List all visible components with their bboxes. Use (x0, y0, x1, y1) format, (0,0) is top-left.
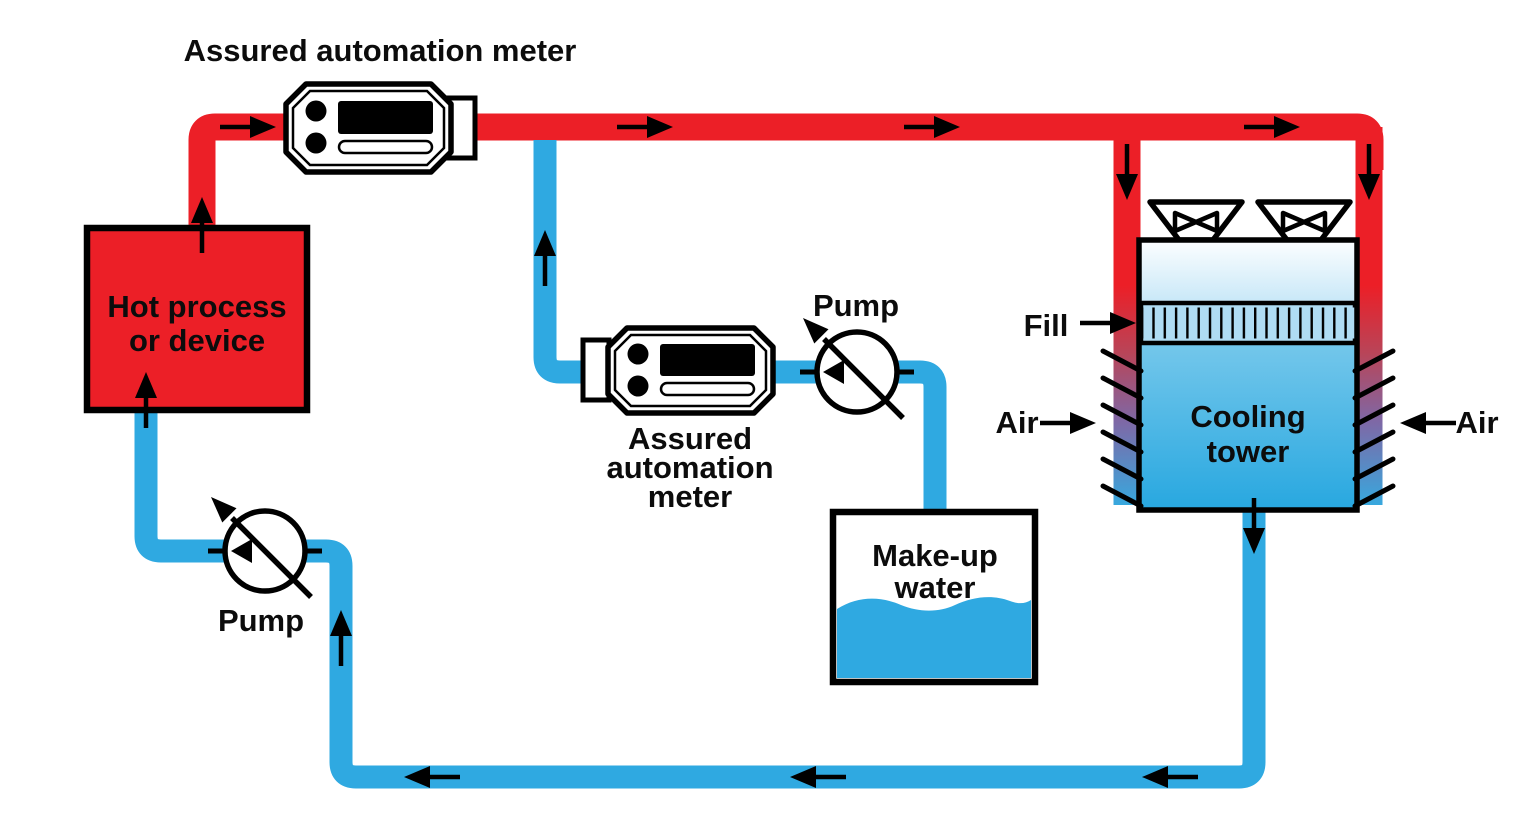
cooling-tower-label-line1: Cooling (1190, 399, 1305, 434)
meter-slot (337, 139, 434, 155)
meter-display (660, 344, 755, 376)
cooling-tower-label-line2: tower (1207, 434, 1290, 469)
tower-lower-section (1141, 343, 1355, 508)
mid-meter-label-line2: automation (606, 450, 773, 485)
louver-lines (1100, 348, 1396, 509)
hot-process-label-line2: or device (129, 323, 265, 358)
mid-meter-label-line1: Assured (628, 421, 752, 456)
meter-button-icon (627, 343, 649, 365)
meter-button-icon (305, 132, 327, 154)
air-right-label: Air (1455, 405, 1498, 440)
tower-outline (1136, 237, 1360, 513)
hot-process-label-line1: Hot process (107, 289, 286, 324)
meter-button-icon (627, 375, 649, 397)
air-left-label: Air (995, 405, 1038, 440)
meter-inner-line (291, 89, 446, 167)
meter-button-icon (305, 100, 327, 122)
meter-connector (580, 337, 612, 403)
top-meter-label: Assured automation meter (184, 33, 577, 68)
fill-band-hatching (1141, 307, 1355, 339)
meter-display (338, 101, 433, 134)
tank-water (837, 597, 1031, 678)
meter-inner-line (613, 333, 768, 408)
mid-meter-label-line3: meter (648, 479, 732, 514)
hot-process-box: Hot process or device (83, 224, 311, 414)
makeup-label-line1: Make-up (872, 538, 998, 573)
meter-slot (659, 381, 756, 397)
makeup-water-tank: Make-up water (829, 508, 1039, 686)
mid-flow-meter (580, 325, 776, 416)
hot-water-pipe (188, 113, 1384, 232)
pump-bottom-label: Pump (218, 603, 304, 638)
top-flow-meter (283, 81, 478, 175)
pump-mid-label: Pump (813, 288, 899, 323)
makeup-label-line2: water (894, 570, 976, 605)
fill-label: Fill (1024, 308, 1069, 343)
cooling-tower (1136, 237, 1360, 513)
